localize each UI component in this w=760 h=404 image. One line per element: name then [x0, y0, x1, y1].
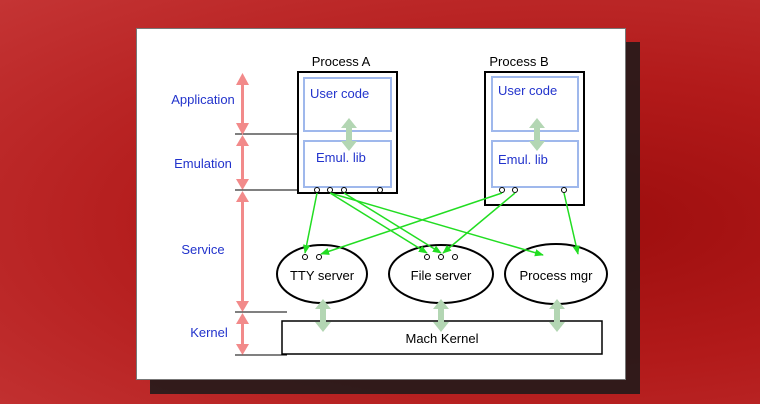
connector-arrows — [303, 192, 580, 257]
connector-a-to-process-mgr — [329, 192, 544, 257]
layer-arrow-emulation — [236, 135, 249, 190]
connector-b-to-file — [442, 192, 516, 254]
process-a-title: Process A — [312, 54, 371, 69]
mach-kernel: Mach Kernel — [281, 320, 603, 355]
process-mgr-label: Process mgr — [520, 268, 594, 283]
tty-server-label: TTY server — [290, 268, 355, 283]
process-a-double-arrow — [341, 118, 357, 151]
file-kernel-double-arrow — [433, 299, 449, 332]
layer-arrow-service — [236, 191, 249, 312]
layer-arrow-kernel — [236, 313, 249, 355]
mach-kernel-box — [281, 320, 603, 355]
connector-b-to-tty — [320, 192, 503, 255]
layer-arrow-application — [236, 73, 249, 135]
layer-label-application: Application — [171, 92, 235, 107]
diagram-slide: Application Emulation Service Kernel Pro… — [136, 28, 626, 380]
process-a-emul-lib-label: Emul. lib — [316, 150, 366, 165]
file-server-ports — [424, 254, 458, 260]
kernel-double-arrows — [315, 299, 565, 332]
process-mgr-kernel-double-arrow — [549, 299, 565, 332]
connector-b-to-process-mgr — [563, 192, 580, 255]
layer-arrows — [236, 73, 249, 355]
process-b: Process B User code Emul. lib — [484, 54, 585, 206]
process-mgr-server: Process mgr — [504, 243, 608, 305]
file-server-label: File server — [411, 268, 472, 283]
connector-a-to-file-1 — [329, 192, 428, 254]
connector-a-to-file-2 — [343, 192, 442, 254]
mach-kernel-label: Mach Kernel — [406, 331, 479, 346]
process-b-user-code-label: User code — [498, 83, 557, 98]
process-b-ports — [499, 187, 567, 193]
process-b-double-arrow — [529, 118, 545, 151]
process-a-ports — [314, 187, 383, 193]
tty-server: TTY server — [276, 244, 368, 304]
tty-server-ports — [302, 254, 322, 260]
tty-kernel-double-arrow — [315, 299, 331, 332]
process-b-title: Process B — [489, 54, 548, 69]
layer-label-service: Service — [181, 242, 224, 257]
file-server: File server — [388, 244, 494, 304]
layer-label-emulation: Emulation — [174, 156, 232, 171]
connector-a-to-tty — [303, 192, 318, 254]
process-b-emul-lib-label: Emul. lib — [498, 152, 548, 167]
process-a-user-code-label: User code — [310, 86, 369, 101]
process-a: Process A User code Emul. lib — [297, 54, 398, 194]
diagram-canvas: Application Emulation Service Kernel Pro… — [171, 54, 608, 356]
layer-label-kernel: Kernel — [190, 325, 228, 340]
layer-divider-lines — [235, 133, 297, 356]
